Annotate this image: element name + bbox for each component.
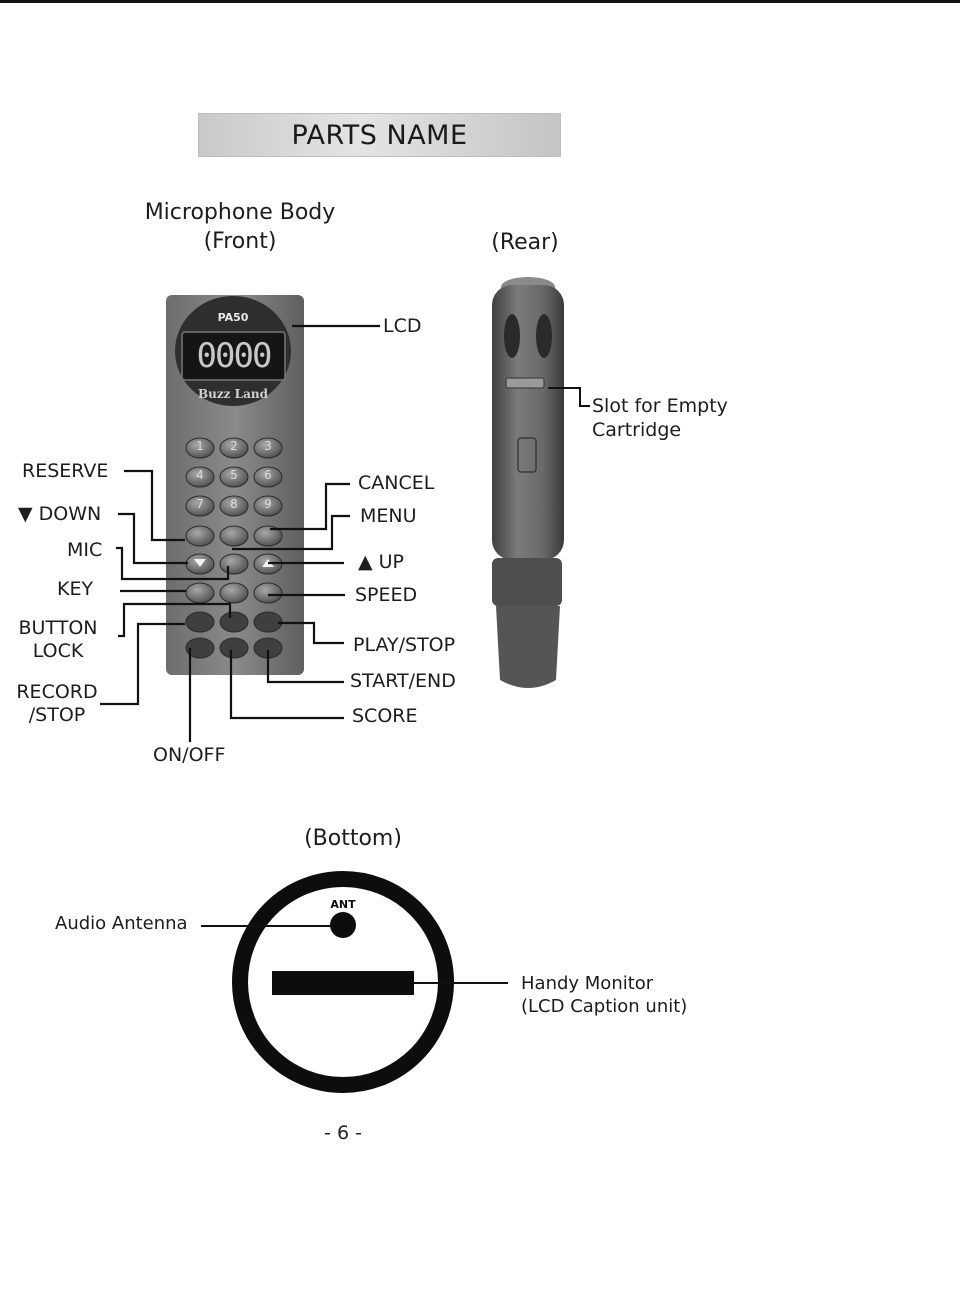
- label-on-off: ON/OFF: [153, 744, 225, 767]
- keypad-button: [254, 583, 282, 603]
- label-down: ▼ DOWN: [18, 503, 101, 526]
- label-handy-monitor: Handy Monitor (LCD Caption unit): [521, 973, 687, 1018]
- keypad-button: [220, 612, 248, 632]
- keypad-button: [186, 583, 214, 603]
- label-play-stop: PLAY/STOP: [353, 634, 455, 657]
- antenna-dot: [330, 912, 356, 938]
- bottom-heading: (Bottom): [293, 825, 413, 854]
- key-3: 3: [256, 439, 280, 453]
- label-speed: SPEED: [355, 584, 417, 607]
- label-cartridge-slot-line2: Cartridge: [592, 419, 728, 443]
- monitor-slot: [272, 971, 414, 995]
- label-cartridge-slot-line1: Slot for Empty: [592, 395, 728, 419]
- label-button-lock: BUTTON LOCK: [16, 617, 100, 663]
- label-audio-antenna: Audio Antenna: [55, 913, 188, 936]
- label-mic: MIC: [67, 539, 102, 562]
- label-cancel: CANCEL: [358, 472, 434, 495]
- key-2: 2: [222, 439, 246, 453]
- brand-mark: PA50: [207, 311, 259, 324]
- label-handy-monitor-line1: Handy Monitor: [521, 973, 687, 996]
- label-record-stop-line1: RECORD: [15, 681, 99, 704]
- lcd-digits: 0000: [184, 336, 283, 376]
- label-score: SCORE: [352, 705, 418, 728]
- key-8: 8: [222, 497, 246, 511]
- label-lcd: LCD: [383, 315, 421, 338]
- label-record-stop: RECORD /STOP: [15, 681, 99, 727]
- label-menu: MENU: [360, 505, 417, 528]
- page-number: - 6 -: [300, 1122, 386, 1144]
- label-start-end: START/END: [350, 670, 456, 693]
- key-1: 1: [188, 439, 212, 453]
- keypad-button: [220, 583, 248, 603]
- cartridge-slot: [506, 378, 544, 388]
- key-9: 9: [256, 497, 280, 511]
- label-button-lock-line2: LOCK: [16, 640, 100, 663]
- label-key: KEY: [57, 578, 93, 601]
- keypad-button: [220, 526, 248, 546]
- label-reserve: RESERVE: [22, 460, 108, 483]
- label-cartridge-slot: Slot for Empty Cartridge: [592, 395, 728, 443]
- key-4: 4: [188, 468, 212, 482]
- label-record-stop-line2: /STOP: [15, 704, 99, 727]
- logo-text: Buzz Land: [196, 387, 270, 401]
- ant-mark: ANT: [323, 898, 363, 911]
- keypad-button: [220, 638, 248, 658]
- keypad-button: [220, 554, 248, 574]
- key-7: 7: [188, 497, 212, 511]
- label-button-lock-line1: BUTTON: [16, 617, 100, 640]
- key-6: 6: [256, 468, 280, 482]
- label-handy-monitor-line2: (LCD Caption unit): [521, 996, 687, 1019]
- keypad-button: [186, 526, 214, 546]
- keypad-button: [254, 612, 282, 632]
- label-up: ▲ UP: [358, 551, 404, 574]
- microphone-rear: [492, 277, 564, 688]
- keypad-button: [186, 612, 214, 632]
- key-5: 5: [222, 468, 246, 482]
